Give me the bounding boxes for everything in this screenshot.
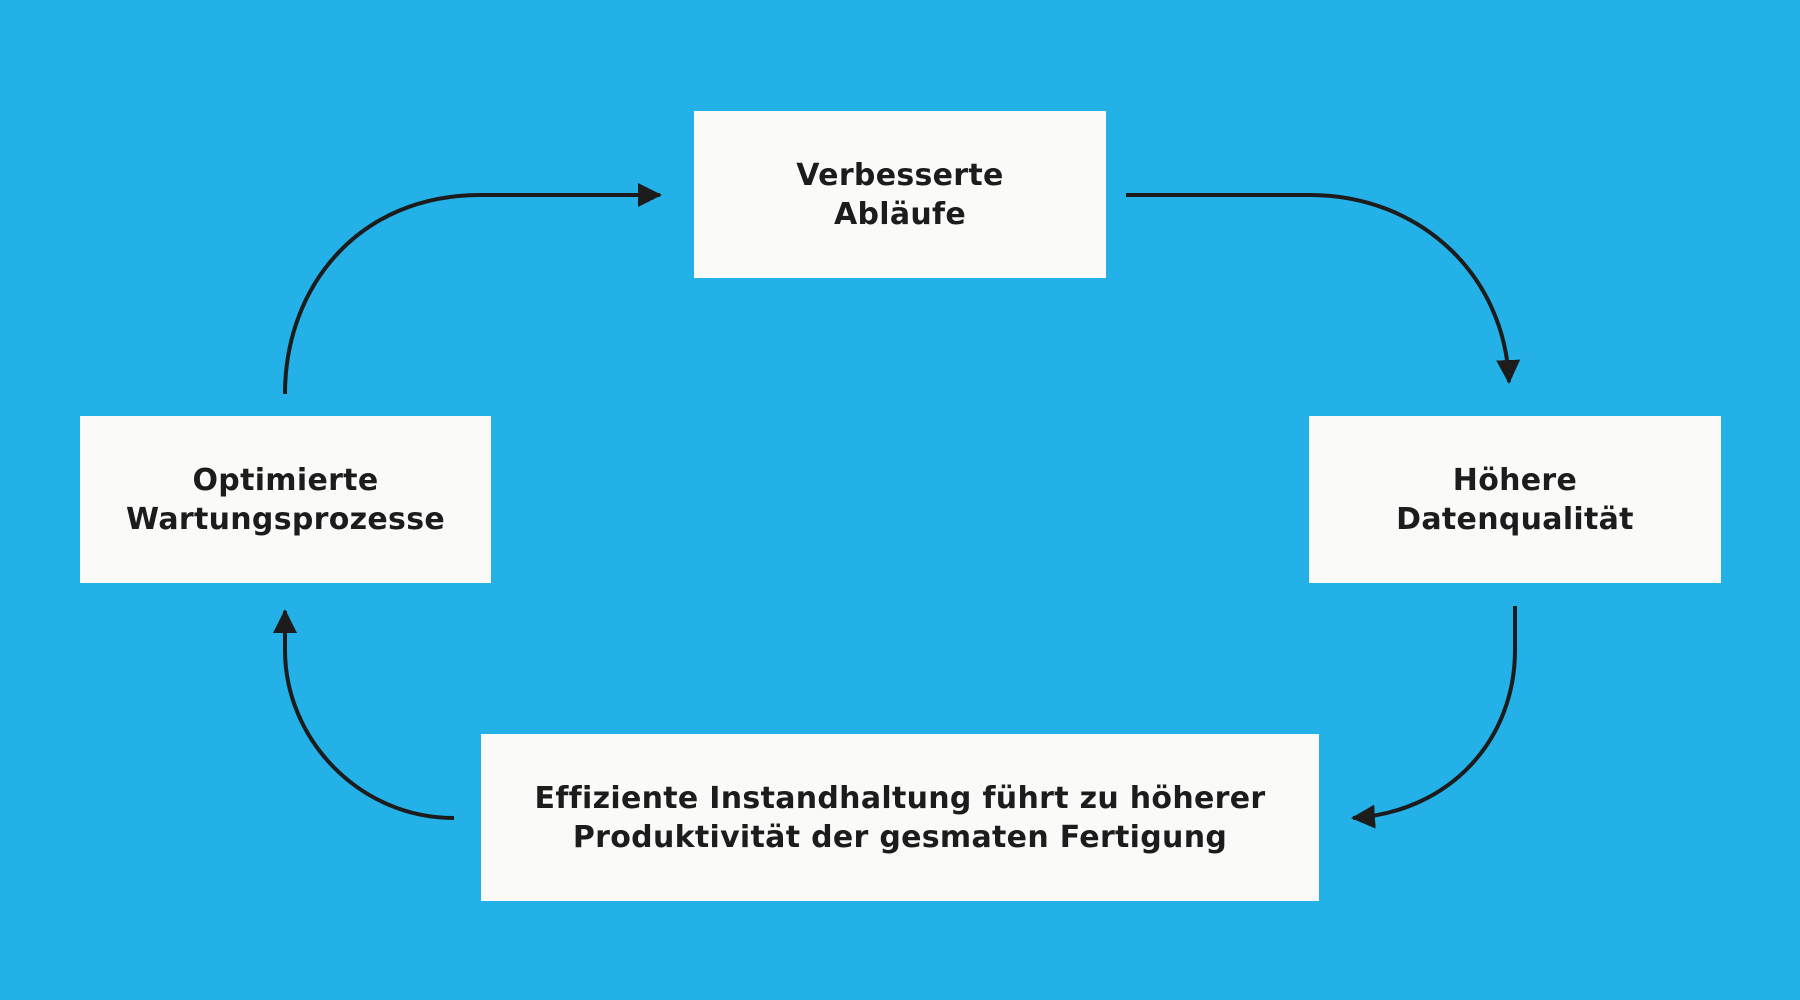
node-label: Verbesserte Abläufe	[796, 157, 1004, 232]
node-label: Optimierte Wartungsprozesse	[126, 462, 445, 537]
arrow-bottom-to-left	[273, 609, 455, 820]
node-effiziente-instandhaltung: Effiziente Instandhaltung führt zu höher…	[481, 734, 1319, 901]
node-label: Höhere Datenqualität	[1396, 462, 1634, 537]
node-hoehere-datenqualitaet: Höhere Datenqualität	[1309, 416, 1721, 583]
arrow-left-to-top	[283, 183, 662, 395]
arrow-top-to-right	[1126, 193, 1521, 384]
node-label: Effiziente Instandhaltung führt zu höher…	[534, 780, 1266, 855]
node-verbesserte-ablaeufe: Verbesserte Abläufe	[694, 111, 1106, 278]
node-optimierte-wartungsprozesse: Optimierte Wartungsprozesse	[80, 416, 491, 583]
arrow-right-to-bottom	[1351, 606, 1517, 829]
